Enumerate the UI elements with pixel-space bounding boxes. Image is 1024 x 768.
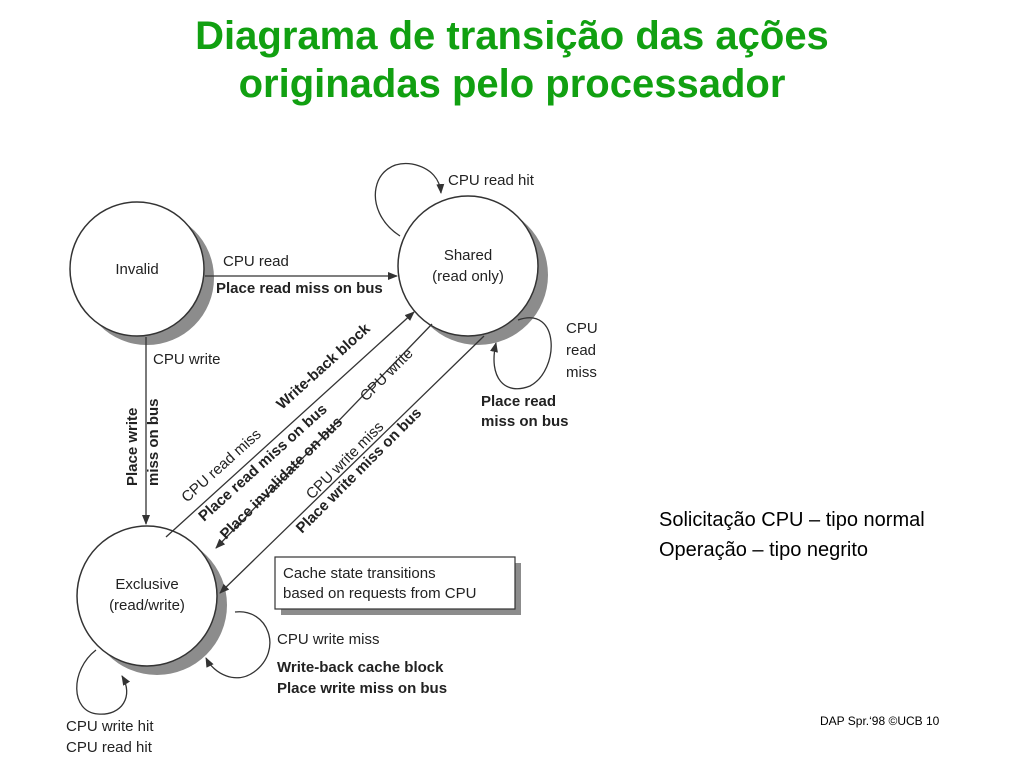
- label-invalid-to-exclusive-action-2: miss on bus: [145, 398, 162, 486]
- legend: Solicitação CPU – tipo normal Operação –…: [659, 505, 925, 565]
- state-exclusive-sublabel: (read/write): [109, 597, 185, 614]
- label-invalid-to-exclusive-action-1: Place write: [124, 408, 141, 486]
- state-shared: Shared (read only): [397, 195, 548, 345]
- label-exclusive-write-miss-action-2: Place write miss on bus: [277, 680, 447, 697]
- title-line-2: originadas pelo processador: [238, 62, 786, 106]
- label-invalid-to-shared-event: CPU read: [223, 253, 289, 270]
- legend-line-2: Operação – tipo negrito: [659, 539, 869, 561]
- title-line-1: Diagrama de transição das ações: [195, 14, 829, 58]
- arrow-shared-write-to-exclusive: [215, 323, 433, 549]
- label-invalid-to-shared-action: Place read miss on bus: [216, 280, 383, 297]
- note-line-1: Cache state transitions: [283, 565, 436, 582]
- label-invalid-to-exclusive-event: CPU write: [153, 351, 221, 368]
- state-exclusive: Exclusive (read/write): [76, 525, 227, 675]
- loop-shared-read-miss: [490, 317, 552, 390]
- loop-shared-read-hit: [374, 163, 445, 237]
- label-exclusive-write-miss-action-1: Write-back cache block: [277, 659, 444, 676]
- slide-title: Diagrama de transição das ações originad…: [0, 12, 1024, 108]
- state-exclusive-label: Exclusive: [115, 576, 178, 593]
- arrow-exclusive-to-shared: [165, 311, 415, 538]
- label-shared-write-event: CPU write: [357, 345, 417, 405]
- legend-line-1: Solicitação CPU – tipo normal: [659, 509, 925, 531]
- state-shared-sublabel: (read only): [432, 268, 504, 285]
- label-shared-read-hit: CPU read hit: [448, 172, 535, 189]
- label-shared-read-miss-3: miss: [566, 364, 597, 381]
- note-box: Cache state transitions based on request…: [274, 556, 521, 615]
- label-exclusive-read-hit: CPU read hit: [66, 739, 153, 756]
- state-invalid: Invalid: [69, 201, 214, 345]
- slide-footer: DAP Spr.‘98 ©UCB 10: [820, 714, 940, 728]
- state-shared-label: Shared: [444, 247, 492, 264]
- arrow-shared-writemiss-to-exclusive: [219, 335, 485, 594]
- note-line-2: based on requests from CPU: [283, 585, 476, 602]
- label-shared-read-miss-action-1: Place read: [481, 393, 556, 410]
- label-shared-read-miss-action-2: miss on bus: [481, 413, 569, 430]
- state-invalid-label: Invalid: [115, 261, 158, 278]
- label-exclusive-write-miss: CPU write miss: [277, 631, 380, 648]
- loop-exclusive-write-miss: [205, 611, 271, 679]
- label-exclusive-write-hit: CPU write hit: [66, 718, 154, 735]
- loop-exclusive-hit: [76, 649, 131, 715]
- label-shared-read-miss-2: read: [566, 342, 596, 359]
- label-shared-read-miss-1: CPU: [566, 320, 598, 337]
